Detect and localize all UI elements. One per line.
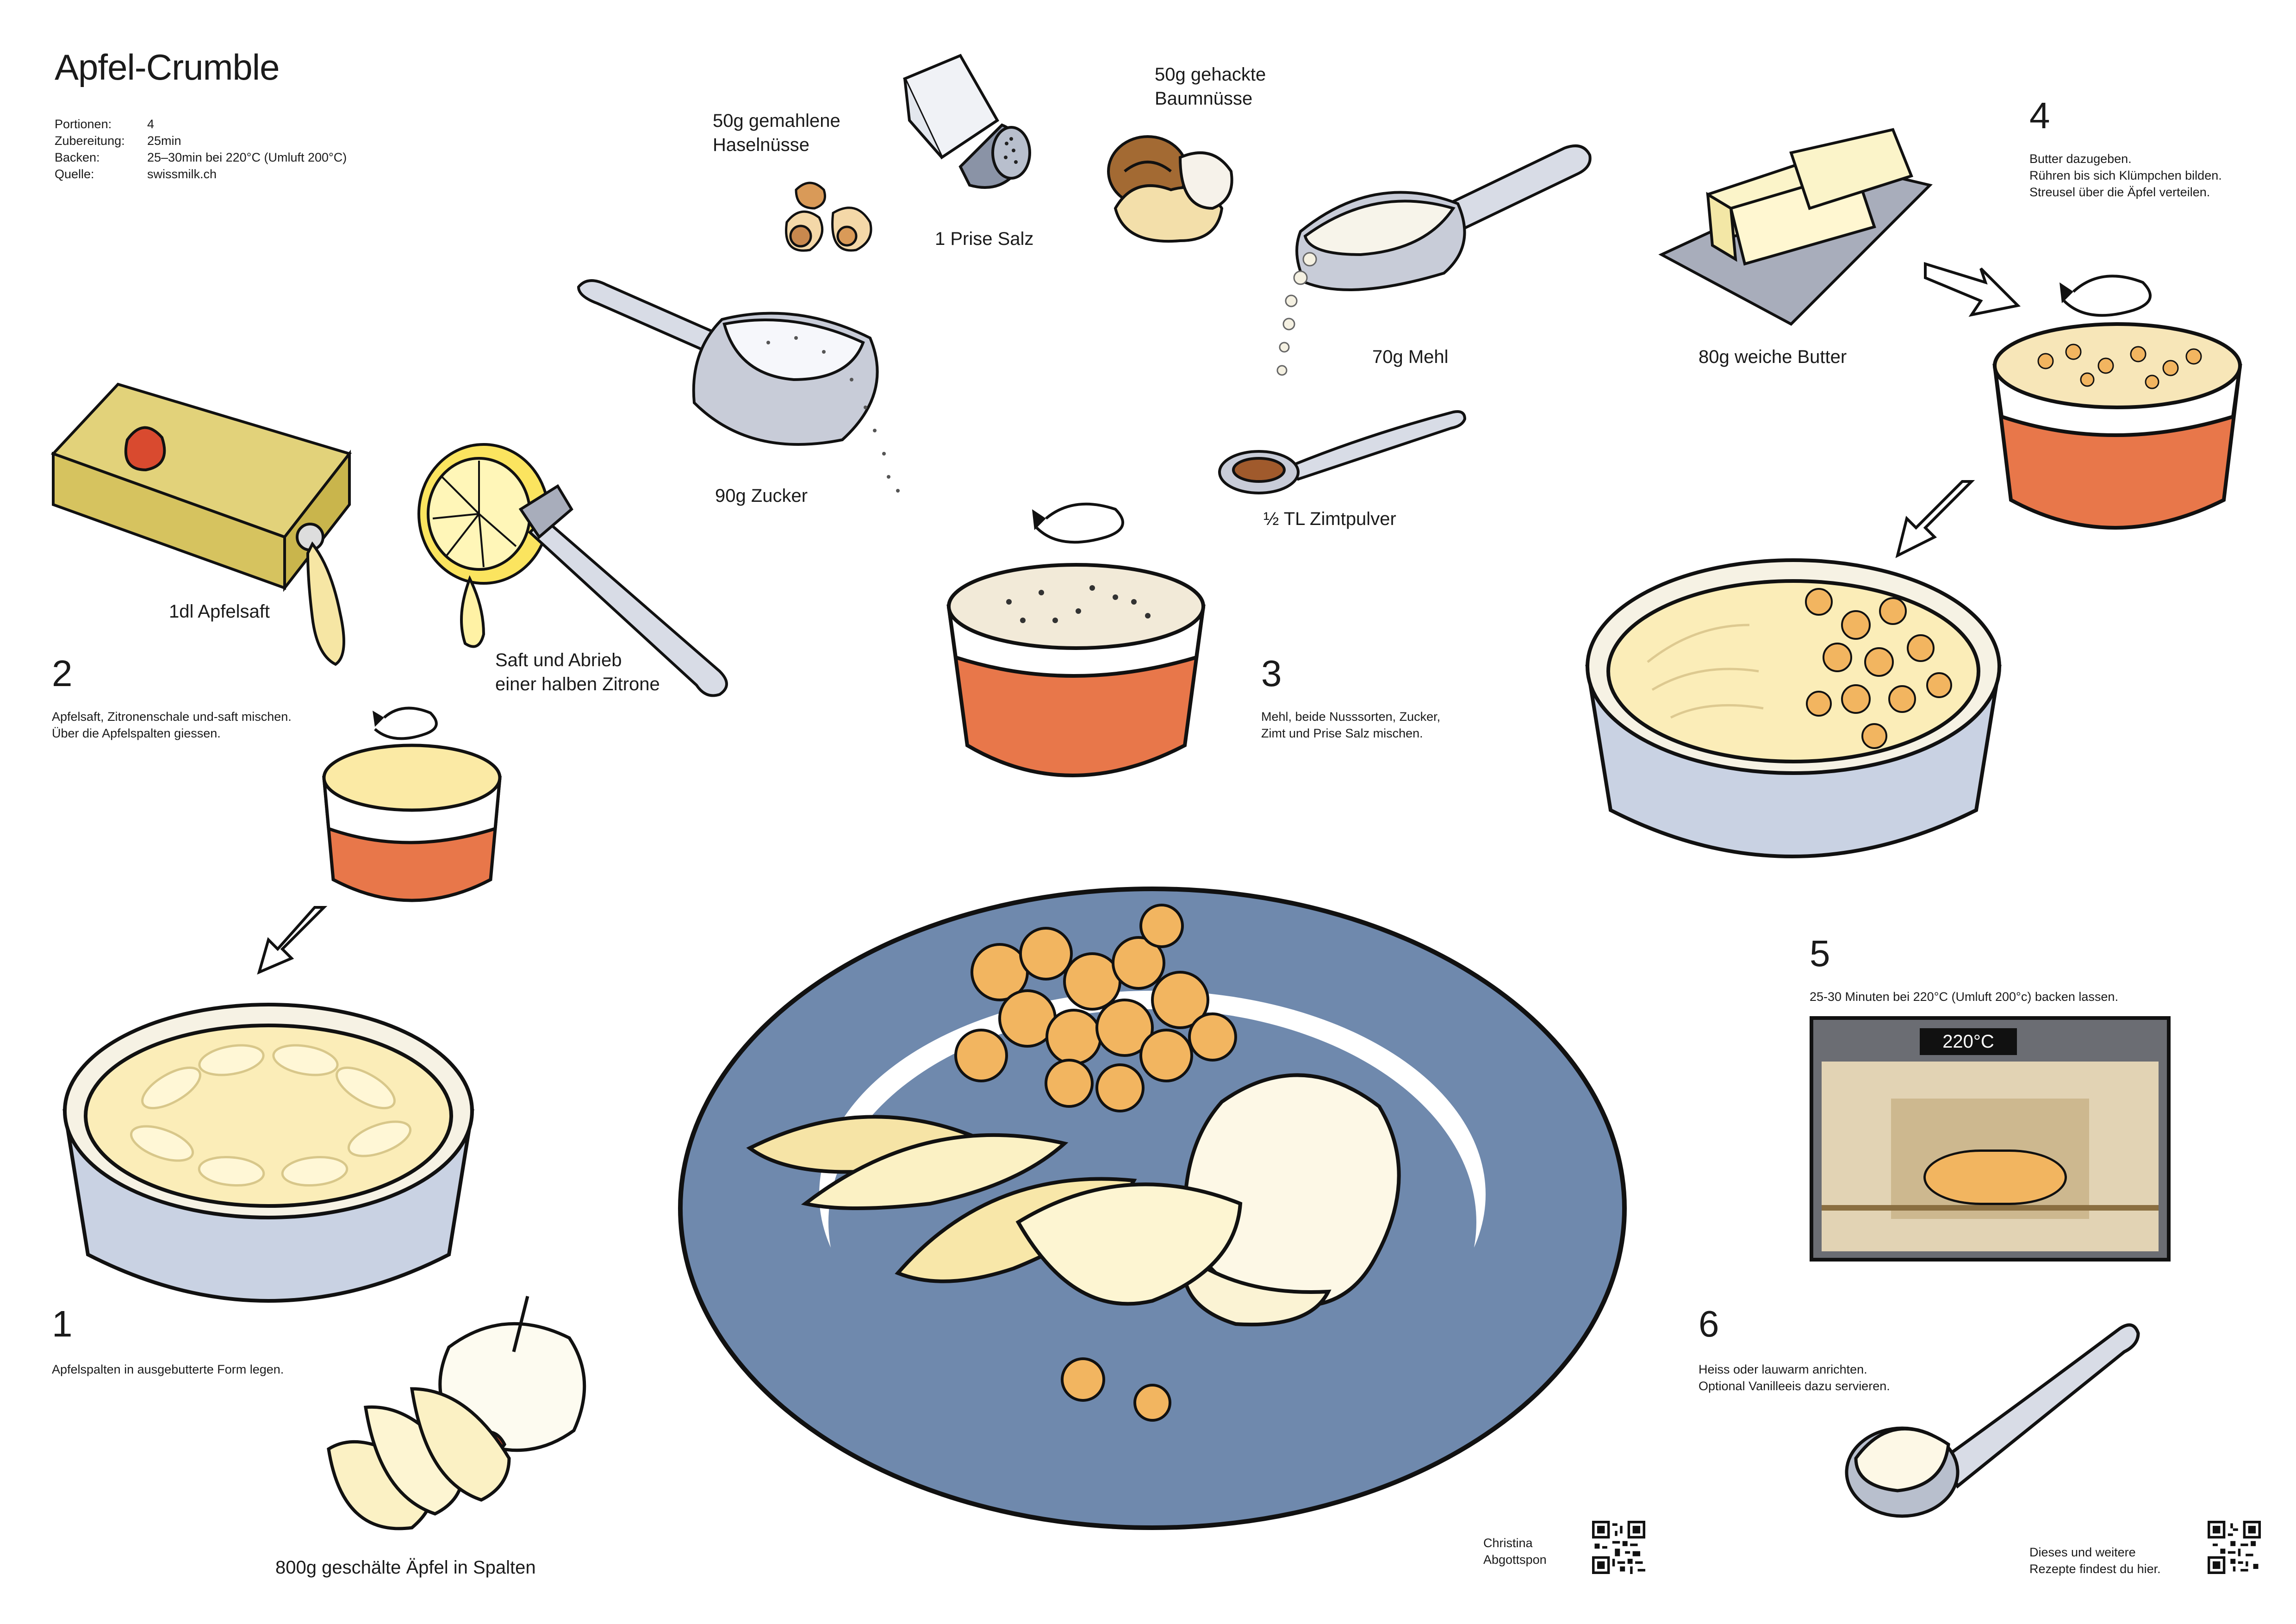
butter-icon bbox=[1658, 128, 1933, 326]
meta-key-bake: Backen: bbox=[55, 150, 100, 164]
arrow-down-right-icon bbox=[1924, 262, 2021, 317]
flour-scoop-icon bbox=[1276, 144, 1592, 376]
label-hazelnuts: 50g gemahlene Haselnüsse bbox=[713, 111, 840, 155]
step-number: 2 bbox=[52, 653, 73, 694]
ice-cream-spoon-icon bbox=[1845, 1323, 2140, 1518]
arrow-down-left-icon bbox=[257, 906, 328, 975]
recipe-meta: Portionen: 4 Zubereitung: 25min Backen: 25–… bbox=[55, 116, 347, 182]
stir-arrow-icon bbox=[2060, 275, 2152, 317]
meta-key-portions: Portionen: bbox=[55, 117, 112, 131]
arrow-down-left-icon bbox=[1895, 480, 1975, 558]
meta-value-bake: 25–30min bei 220°C (Umluft 200°C) bbox=[147, 150, 347, 164]
served-plate-icon bbox=[678, 887, 1627, 1530]
apples-icon bbox=[327, 1296, 586, 1530]
qr-code-icon[interactable] bbox=[2208, 1521, 2261, 1574]
oven-icon: 220°C bbox=[1810, 1016, 2171, 1262]
oven-temperature-display: 220°C bbox=[1920, 1028, 2017, 1055]
step-number: 1 bbox=[52, 1303, 73, 1344]
meta-value-source: swissmilk.ch bbox=[147, 167, 217, 181]
label-sugar: 90g Zucker bbox=[715, 486, 808, 506]
meta-key-prep: Zubereitung: bbox=[55, 134, 125, 148]
stir-arrow-icon bbox=[1032, 502, 1124, 544]
mixing-bowl-icon bbox=[946, 563, 1206, 777]
step-text: 25-30 Minuten bei 220°C (Umluft 200°c) b… bbox=[1810, 990, 2118, 1004]
meta-key-source: Quelle: bbox=[55, 167, 94, 181]
step-number: 4 bbox=[2029, 95, 2050, 136]
juice-bowl-icon bbox=[322, 743, 502, 902]
label-butter: 80g weiche Butter bbox=[1699, 347, 1847, 367]
step-text: Butter dazugeben.Rühren bis sich Klümpch… bbox=[2029, 152, 2222, 199]
oven-rack bbox=[1822, 1205, 2159, 1211]
meta-value-prep: 25min bbox=[147, 134, 181, 148]
oven-tart bbox=[1923, 1149, 2067, 1205]
walnuts-icon bbox=[1107, 135, 1233, 243]
step-4: 4 Butter dazugeben.Rühren bis sich Klümp… bbox=[2029, 97, 2222, 200]
step-3: 3 Mehl, beide Nusssorten, Zucker,Zimt un… bbox=[1261, 655, 1440, 742]
crumble-bowl-icon bbox=[1992, 322, 2242, 530]
cinnamon-spoon-icon bbox=[1218, 410, 1467, 494]
label-lemon: Saft und Abrieb einer halben Zitrone bbox=[495, 650, 660, 694]
tart-crumble-icon bbox=[1585, 558, 2002, 858]
label-apple-juice: 1dl Apfelsaft bbox=[169, 601, 270, 622]
lemon-zester-icon bbox=[417, 443, 728, 697]
step-number: 5 bbox=[1810, 933, 1830, 974]
recipe-title: Apfel-Crumble bbox=[55, 47, 280, 87]
step-5: 5 25-30 Minuten bei 220°C (Umluft 200°c)… bbox=[1810, 935, 2118, 1005]
apple-juice-box-icon bbox=[50, 382, 352, 666]
stir-arrow-icon bbox=[373, 706, 438, 740]
step-text: Apfelsaft, Zitronenschale und-saft misch… bbox=[52, 710, 292, 740]
meta-value-portions: 4 bbox=[147, 117, 155, 131]
hazelnuts-icon bbox=[785, 181, 872, 252]
oven-interior bbox=[1822, 1062, 2159, 1251]
label-walnuts: 50g gehackte Baumnüsse bbox=[1155, 64, 1266, 109]
step-number: 6 bbox=[1699, 1303, 1719, 1344]
step-2: 2 Apfelsaft, Zitronenschale und-saft mis… bbox=[52, 655, 292, 742]
step-text: Heiss oder lauwarm anrichten.Optional Va… bbox=[1699, 1362, 1890, 1393]
step-text: Mehl, beide Nusssorten, Zucker,Zimt und … bbox=[1261, 710, 1441, 740]
step-6: 6 Heiss oder lauwarm anrichten.Optional … bbox=[1699, 1305, 1890, 1394]
step-text: Apfelspalten in ausgebutterte Form legen… bbox=[52, 1362, 284, 1376]
label-flour: 70g Mehl bbox=[1372, 347, 1449, 367]
salt-shaker-icon bbox=[902, 54, 1031, 189]
label-cinnamon: ½ TL Zimtpulver bbox=[1263, 509, 1396, 529]
step-1: 1 Apfelspalten in ausgebutterte Form leg… bbox=[52, 1305, 284, 1378]
label-apples: 800g geschälte Äpfel in Spalten bbox=[275, 1557, 536, 1578]
tart-apples-icon bbox=[62, 1003, 474, 1303]
sugar-scoop-icon bbox=[577, 279, 900, 493]
step-number: 3 bbox=[1261, 653, 1282, 694]
qr-code-icon[interactable] bbox=[1592, 1521, 1645, 1574]
label-salt: 1 Prise Salz bbox=[935, 229, 1034, 249]
